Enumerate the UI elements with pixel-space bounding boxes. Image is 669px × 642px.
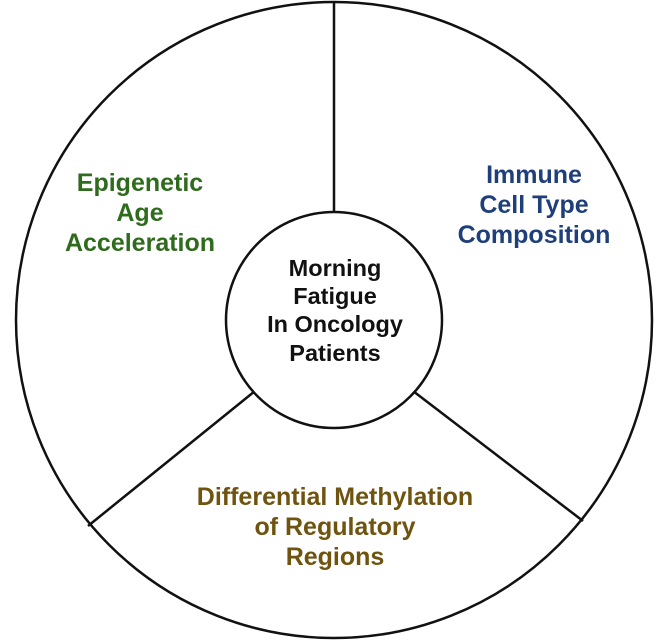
center-title: Morning Fatigue In Oncology Patients [239,254,431,367]
segment-methylation-label: Differential Methylation of Regulatory R… [140,482,530,572]
center-line-1: Morning [288,255,382,281]
segment-bottom-line-2: of Regulatory [254,513,416,541]
segment-right-line-3: Composition [457,221,611,249]
center-circle [224,210,444,430]
segment-left-line-2: Age [116,199,164,227]
segment-right-line-1: Immune [486,161,582,189]
segment-bottom-line-3: Regions [285,543,385,571]
divider-bottom-left [87,390,256,527]
segment-immune-cell-label: Immune Cell Type Composition [414,160,654,250]
segment-left-line-1: Epigenetic [76,169,204,197]
segment-right-line-2: Cell Type [479,191,589,219]
center-line-2: Fatigue [293,283,377,310]
center-line-3: In Oncology [267,311,403,338]
segment-bottom-line-1: Differential Methylation [196,483,474,511]
center-line-4: Patients [289,339,381,366]
segment-left-line-3: Acceleration [64,229,216,257]
segment-epigenetic-age-label: Epigenetic Age Acceleration [20,168,260,258]
divider-bottom-right [412,390,584,522]
